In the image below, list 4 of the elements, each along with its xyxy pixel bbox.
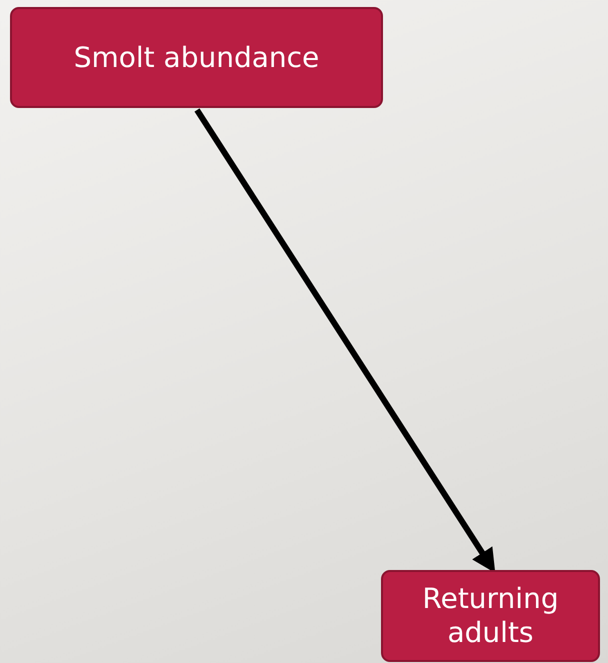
- node-label: Smolt abundance: [74, 40, 320, 74]
- process-box: [381, 570, 600, 662]
- node-label: Returning adults: [421, 582, 560, 650]
- process-box: [10, 7, 383, 108]
